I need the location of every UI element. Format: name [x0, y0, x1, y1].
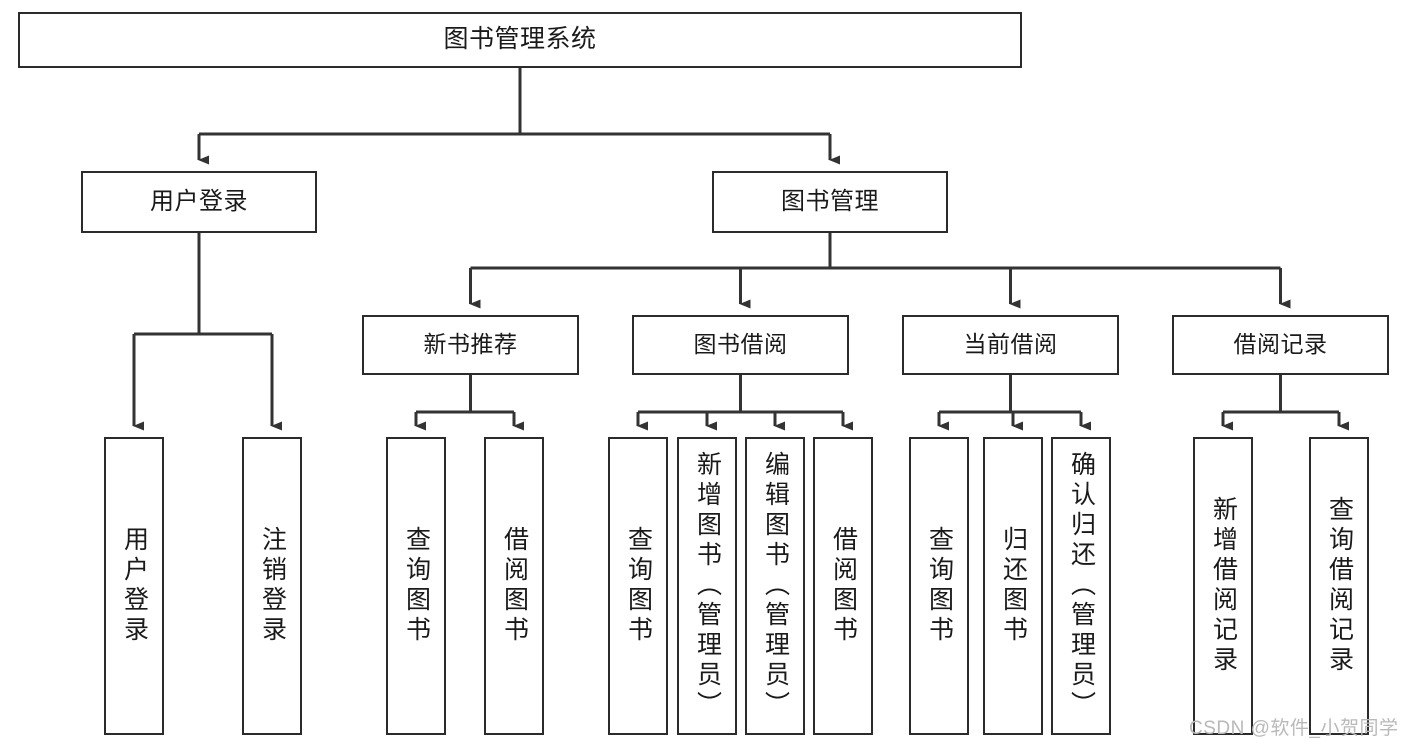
node-leaf-query-book-2[interactable]: 查询图书 — [608, 437, 668, 735]
node-leaf-query-record[interactable]: 查询借阅记录 — [1309, 437, 1369, 735]
node-label-leaf-add-book: 新增图书（管理员） — [693, 451, 722, 721]
node-label-user-login: 用户登录 — [150, 187, 248, 215]
node-leaf-borrow-book-1[interactable]: 借阅图书 — [484, 437, 544, 735]
node-leaf-user-login[interactable]: 用户登录 — [104, 437, 164, 735]
node-new-book-rec[interactable]: 新书推荐 — [362, 315, 579, 375]
node-label-book-manage: 图书管理 — [781, 187, 879, 215]
node-label-book-borrow: 图书借阅 — [693, 331, 788, 358]
node-borrow-record[interactable]: 借阅记录 — [1172, 315, 1389, 375]
node-book-manage[interactable]: 图书管理 — [712, 171, 948, 233]
node-leaf-add-book[interactable]: 新增图书（管理员） — [677, 437, 737, 735]
node-leaf-borrow-book-2[interactable]: 借阅图书 — [813, 437, 873, 735]
node-current-borrow[interactable]: 当前借阅 — [902, 315, 1119, 375]
node-label-leaf-borrow-book-1: 借阅图书 — [500, 526, 529, 646]
node-book-borrow[interactable]: 图书借阅 — [632, 315, 849, 375]
node-leaf-query-book-3[interactable]: 查询图书 — [909, 437, 969, 735]
node-label-leaf-query-record: 查询借阅记录 — [1325, 496, 1354, 676]
node-label-new-book-rec: 新书推荐 — [423, 331, 518, 358]
node-label-leaf-query-book-1: 查询图书 — [402, 526, 431, 646]
node-leaf-query-book-1[interactable]: 查询图书 — [386, 437, 446, 735]
node-user-login[interactable]: 用户登录 — [81, 171, 317, 233]
node-label-leaf-edit-book: 编辑图书（管理员） — [761, 451, 790, 721]
node-leaf-return-book[interactable]: 归还图书 — [983, 437, 1043, 735]
node-label-leaf-add-record: 新增借阅记录 — [1209, 496, 1238, 676]
node-label-leaf-return-book: 归还图书 — [999, 526, 1028, 646]
node-leaf-edit-book[interactable]: 编辑图书（管理员） — [745, 437, 805, 735]
node-leaf-user-logout[interactable]: 注销登录 — [242, 437, 302, 735]
node-label-leaf-user-login: 用户登录 — [120, 526, 149, 646]
node-leaf-add-record[interactable]: 新增借阅记录 — [1193, 437, 1253, 735]
node-label-leaf-query-book-3: 查询图书 — [925, 526, 954, 646]
node-label-root: 图书管理系统 — [443, 25, 597, 54]
node-label-leaf-query-book-2: 查询图书 — [624, 526, 653, 646]
node-label-current-borrow: 当前借阅 — [963, 331, 1058, 358]
node-label-leaf-borrow-book-2: 借阅图书 — [829, 526, 858, 646]
node-label-leaf-confirm-return: 确认归还（管理员） — [1067, 451, 1096, 721]
node-leaf-confirm-return[interactable]: 确认归还（管理员） — [1051, 437, 1111, 735]
node-label-leaf-user-logout: 注销登录 — [258, 526, 287, 646]
node-root[interactable]: 图书管理系统 — [18, 12, 1022, 68]
node-label-borrow-record: 借阅记录 — [1233, 331, 1328, 358]
